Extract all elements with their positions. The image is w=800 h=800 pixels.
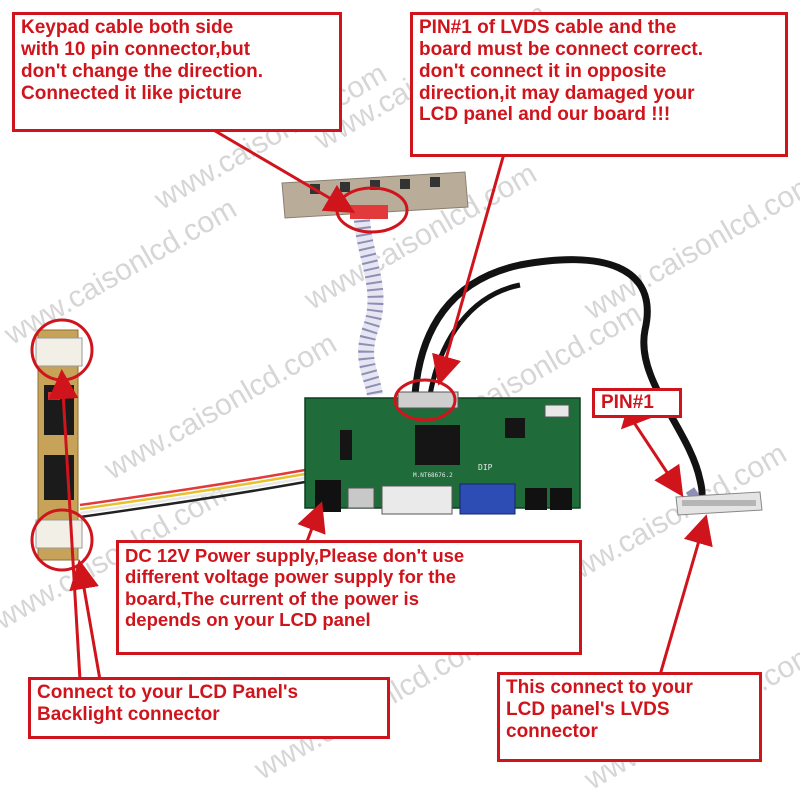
power-callout-line: depends on your LCD panel — [125, 608, 371, 630]
lvds-board-connector-circle — [393, 378, 457, 422]
power-callout-line: different voltage power supply for the — [125, 566, 456, 588]
audio-jack — [525, 488, 547, 510]
arrows — [48, 123, 713, 681]
keypad-button — [400, 179, 410, 189]
lvds-connector-callout-line: This connect to your — [506, 677, 693, 698]
keypad-callout-line: with 10 pin connector,but — [21, 38, 251, 60]
lvds-connector-callout-line: LCD panel's LVDS — [506, 698, 670, 720]
inverter-connector-bottom — [35, 519, 83, 549]
keypad-board — [281, 171, 469, 219]
power-callout-line: DC 12V Power supply,Please don't use — [125, 545, 465, 566]
pin1-callout: PIN#1 — [592, 388, 682, 418]
main-chip — [415, 425, 460, 465]
vga-port — [459, 483, 516, 515]
inverter-connector-top — [35, 337, 83, 367]
dvi-port — [381, 485, 453, 515]
lvds-panel-connector — [675, 491, 763, 516]
keypad-callout: Keypad cable both side with 10 pin conne… — [12, 12, 342, 132]
power-callout-line: board,The current of the power is — [125, 587, 419, 609]
lvds-connector-arrow — [658, 514, 713, 676]
controller-board: M.NT68676.2 DIP — [304, 391, 581, 515]
lvds-pin-callout-line: board must be connect correct. — [419, 38, 704, 60]
backlight-arrow-bottom — [69, 559, 102, 681]
power-callout: DC 12V Power supply,Please don't use dif… — [116, 540, 582, 655]
inverter-board — [35, 329, 83, 561]
keypad-button — [340, 182, 350, 192]
pin1-callout-text: PIN#1 — [601, 392, 654, 413]
hdmi-port — [347, 487, 375, 509]
lvds-pin-callout: PIN#1 of LVDS cable and the board must b… — [410, 12, 788, 157]
backlight-callout-line: Connect to your LCD Panel's — [37, 682, 299, 703]
inverter-bottom-circle — [30, 508, 94, 572]
backlight-callout-line: Backlight connector — [37, 703, 220, 725]
keypad-callout-line: Keypad cable both side — [21, 17, 234, 38]
keypad-callout-line: Connected it like picture — [21, 82, 242, 104]
keypad-callout-line: don't change the direction. — [21, 60, 264, 82]
backlight-callout: Connect to your LCD Panel's Backlight co… — [28, 677, 390, 739]
board-dip-label: DIP — [478, 463, 493, 472]
lvds-pin-callout-line: LCD panel and our board !!! — [419, 104, 671, 126]
lvds-pin-callout-line: direction,it may damaged your — [419, 82, 695, 104]
lvds-pin-callout-line: PIN#1 of LVDS cable and the — [419, 17, 677, 38]
lvds-pin-callout-line: don't connect it in opposite — [419, 60, 667, 82]
inverter-wires — [79, 468, 306, 519]
board-model-label: M.NT68676.2 — [413, 472, 453, 479]
keypad-ribbon-cable — [354, 219, 384, 397]
lvds-pin-arrow — [432, 149, 507, 386]
lvds-connector-callout: This connect to your LCD panel's LVDS co… — [497, 672, 762, 762]
keypad-button — [370, 180, 380, 190]
keypad-connector — [350, 205, 388, 219]
lvds-connector-callout-line: connector — [506, 720, 598, 742]
lvds-board-connector — [397, 391, 459, 409]
keypad-arrow — [204, 123, 356, 214]
keypad-button — [430, 177, 440, 187]
backlight-arrow-top — [48, 369, 82, 681]
